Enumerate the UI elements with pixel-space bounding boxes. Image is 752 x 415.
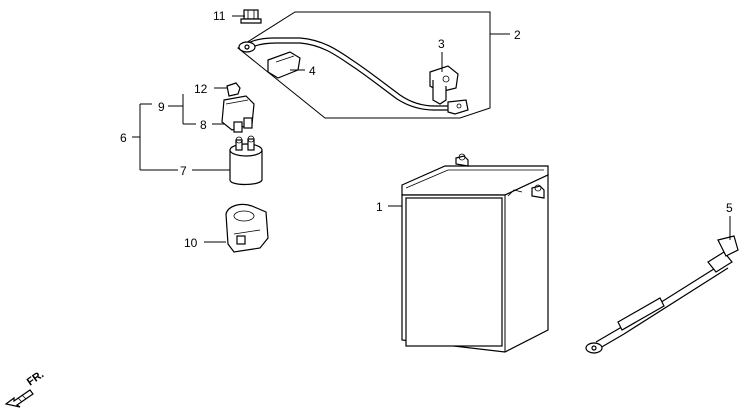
part-5-cable [585,235,739,354]
callout-7: 7 [180,164,187,178]
part-1-battery [401,153,549,353]
part-3-terminal [429,65,459,105]
callout-9: 9 [158,100,165,114]
callout-4: 4 [309,64,316,78]
callout-11: 11 [213,9,226,23]
leader-lines [132,15,731,243]
part-12-clip [226,82,241,97]
part-11-bolt [240,9,262,24]
part-10-boot [225,203,269,253]
front-direction-label: FR. [25,368,46,388]
callout-10: 10 [184,236,198,250]
callout-8: 8 [200,118,207,132]
callout-6: 6 [120,131,127,145]
callout-12: 12 [194,82,208,96]
part-4-cover [267,51,301,79]
callout-2: 2 [514,28,521,42]
front-arrow-icon: FR. [4,368,46,408]
callout-5: 5 [726,201,733,215]
part-8-relay [221,95,255,133]
cable-group-outline [237,11,491,119]
callout-3: 3 [438,37,445,51]
callout-labels: 11 2 3 4 12 9 8 6 7 10 1 5 [120,9,733,250]
callout-1: 1 [376,200,383,214]
part-7-starter-relay [229,135,263,186]
part-2-cable [238,37,469,115]
